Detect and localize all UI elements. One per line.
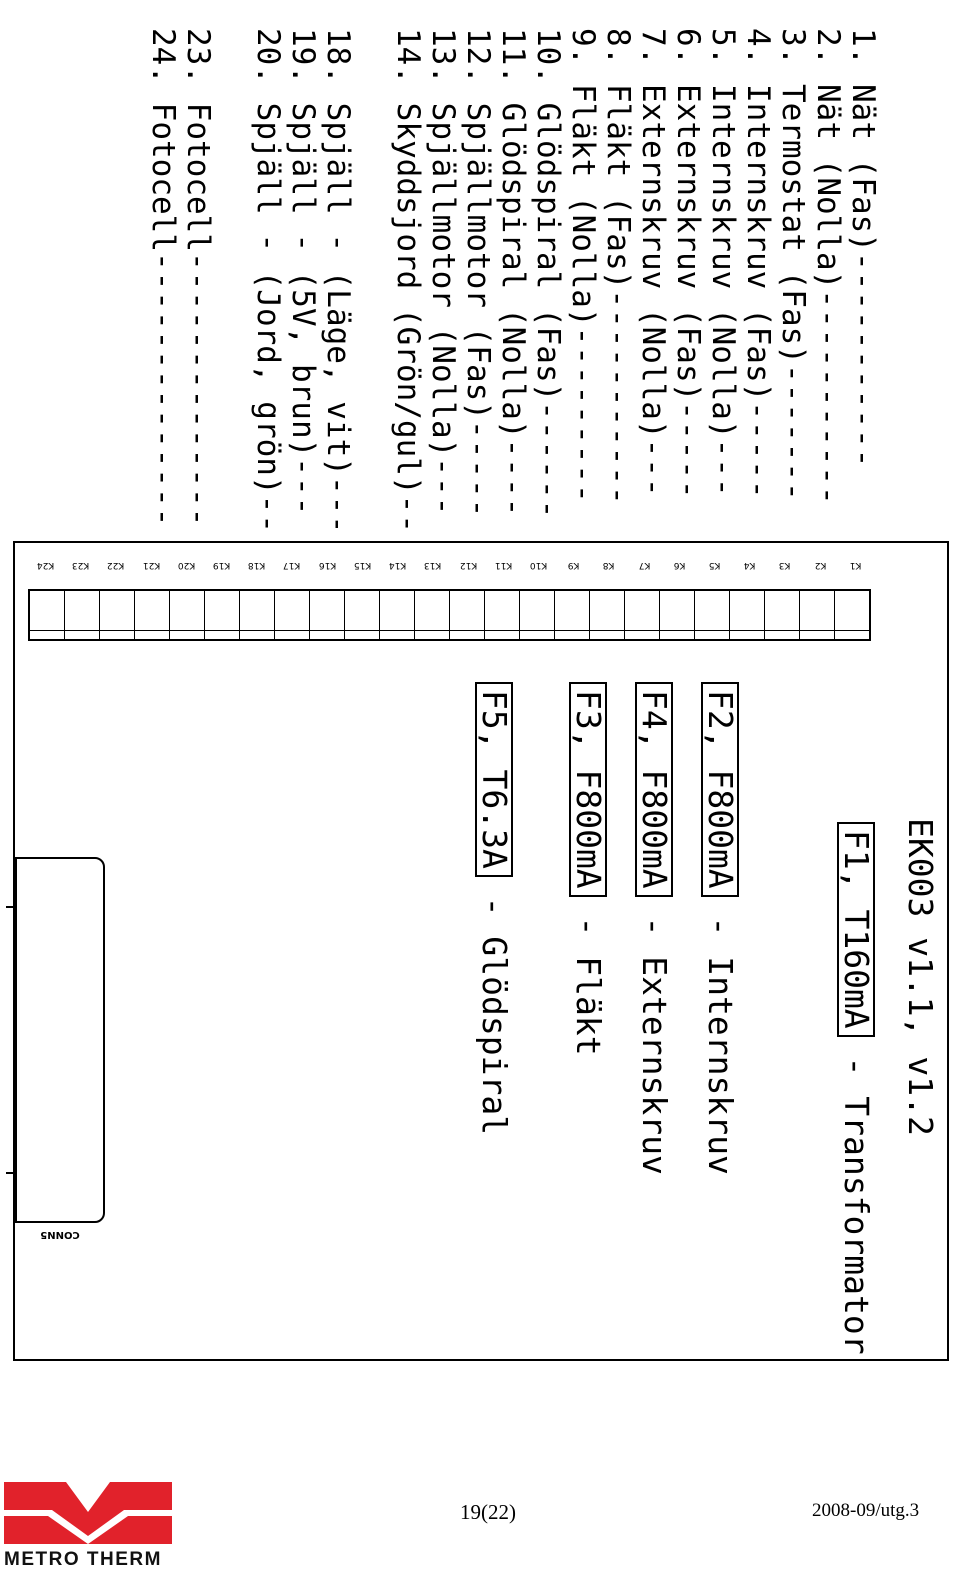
- terminal-cell: [205, 591, 240, 639]
- terminal-label: K13: [424, 560, 442, 570]
- terminal-label: K24: [36, 560, 55, 570]
- terminal-cell: [765, 591, 800, 639]
- terminal-label: K4: [743, 560, 756, 570]
- terminal-label: K16: [318, 560, 336, 570]
- connector-tick: [6, 1172, 16, 1174]
- page-number: 19(22): [460, 1500, 516, 1524]
- terminal-label: K21: [142, 560, 160, 570]
- terminal-label: K19: [212, 560, 231, 570]
- terminal-labels: K1 K2 K3 K4 K5 K6 K7 K8 K9 K10 K11 K12 K13 K14 K15 K16 K…: [28, 556, 873, 574]
- fuse-f1: F1, T160mA - Transformator: [836, 822, 876, 1355]
- terminal-label: K2: [814, 560, 826, 570]
- terminal-cell: [415, 591, 450, 639]
- terminal-item: 9. Fläkt (Nolla)---------: [565, 28, 600, 504]
- terminal-cell: [65, 591, 100, 639]
- terminal-item: 19. Spjäll - (5V, brun)---: [285, 28, 320, 517]
- terminal-item: 1. Nät (Fas)-----------: [845, 28, 880, 469]
- terminal-item: 4. Internskruv (Fas)-----: [740, 28, 775, 500]
- terminal-cell: [660, 591, 695, 639]
- terminal-label: K17: [283, 560, 301, 570]
- terminal-cell: [170, 591, 205, 639]
- terminal-label: K18: [248, 560, 266, 570]
- terminal-cell: [730, 591, 765, 639]
- terminal-label: K1: [849, 560, 862, 570]
- terminal-block: [28, 589, 871, 641]
- terminal-label: K5: [708, 560, 721, 570]
- fuse-id-box: F1, T160mA: [837, 822, 876, 1037]
- circuit-board-outline: [13, 541, 949, 1361]
- terminal-cell: [835, 591, 869, 639]
- fuse-id-box: F3, F800mA: [569, 682, 608, 897]
- terminal-item: 14. Skyddsjord (Grön/gul)--: [390, 28, 425, 528]
- terminal-cell: [450, 591, 485, 639]
- terminal-cell: [695, 591, 730, 639]
- terminal-cell: [135, 591, 170, 639]
- terminal-label: K8: [603, 560, 615, 570]
- terminal-cell: [240, 591, 275, 639]
- terminal-label: K15: [353, 560, 372, 570]
- metro-therm-logo: [4, 1482, 172, 1544]
- terminal-item: 5. Internskruv (Nolla)---: [705, 28, 740, 498]
- terminal-cell: [275, 591, 310, 639]
- terminal-item: 3. Termostat (Fas)-------: [775, 28, 810, 502]
- terminal-item: 18. Spjäll - (Läge, vit)---: [320, 28, 355, 528]
- fuse-f2: F2, F800mA - Internskruv: [700, 682, 740, 1175]
- fuse-id-box: F2, F800mA: [701, 682, 740, 897]
- fuse-f3: F3, F800mA - Fläkt: [568, 682, 608, 1056]
- fuse-f5: F5, T6.3A - Glödspiral: [474, 682, 514, 1135]
- terminal-cell: [520, 591, 555, 639]
- fuse-id-box: F5, T6.3A: [475, 682, 514, 877]
- terminal-cell: [100, 591, 135, 639]
- terminal-item: 6. Externskruv (Fas)-----: [670, 28, 705, 500]
- edition-label: 2008-09/utg.3: [812, 1500, 920, 1521]
- terminal-label: K12: [459, 560, 477, 570]
- logo-mark: [4, 1482, 172, 1536]
- fuse-id-box: F4, F800mA: [635, 682, 674, 897]
- terminal-label: K23: [72, 560, 90, 570]
- terminal-label: K9: [567, 560, 580, 570]
- terminal-label: K14: [389, 560, 407, 570]
- list-gap: [215, 28, 250, 528]
- terminal-item: 7. Externskruv (Nolla)---: [635, 28, 670, 498]
- terminal-item: 2. Nät (Nolla)-----------: [810, 28, 845, 506]
- terminal-cell: [345, 591, 380, 639]
- terminal-item: 8. Fläkt (Fas)-----------: [600, 28, 635, 506]
- terminal-label: K3: [779, 560, 791, 570]
- terminal-cell: [590, 591, 625, 639]
- connector-outline: [15, 857, 105, 1223]
- logo-text: METRO THERM: [4, 1549, 162, 1570]
- terminal-cell: [380, 591, 415, 639]
- terminal-item: 23. Fotocell--------------: [180, 28, 215, 528]
- terminal-label: K20: [177, 560, 196, 570]
- board-model: EK003 v1.1, v1.2: [901, 818, 940, 1136]
- terminal-list: 1. Nät (Fas)----------- 2. Nät (Nolla)--…: [145, 28, 880, 528]
- terminal-cell: [310, 591, 345, 639]
- terminal-item: 24. Fotocell--------------: [145, 28, 180, 528]
- terminal-label: K6: [673, 560, 686, 570]
- terminal-cell: [555, 591, 590, 639]
- terminal-item: 12. Spjällmotor (Fas)-----: [460, 28, 495, 519]
- list-gap: [355, 28, 390, 528]
- terminal-label: K22: [107, 560, 125, 570]
- fuse-f4: F4, F800mA - Externskruv: [634, 682, 674, 1175]
- terminal-cell: [30, 591, 65, 639]
- terminal-label: K11: [494, 560, 512, 570]
- terminal-item: 11. Glödspiral (Nolla)----: [495, 28, 530, 518]
- terminal-cell: [485, 591, 520, 639]
- terminal-cell: [800, 591, 835, 639]
- connector-tick: [6, 906, 16, 908]
- terminal-item: 13. Spjällmotor (Nolla)---: [425, 28, 460, 517]
- connector-label: CONN5: [40, 1229, 80, 1240]
- logo-mark: [4, 1516, 172, 1544]
- terminal-label: K10: [529, 560, 548, 570]
- terminal-item: 20. Spjäll - (Jord, grön)--: [250, 28, 285, 528]
- terminal-label: K7: [638, 560, 650, 570]
- terminal-cell: [625, 591, 660, 639]
- terminal-item: 10. Glödspiral (Fas)------: [530, 28, 565, 520]
